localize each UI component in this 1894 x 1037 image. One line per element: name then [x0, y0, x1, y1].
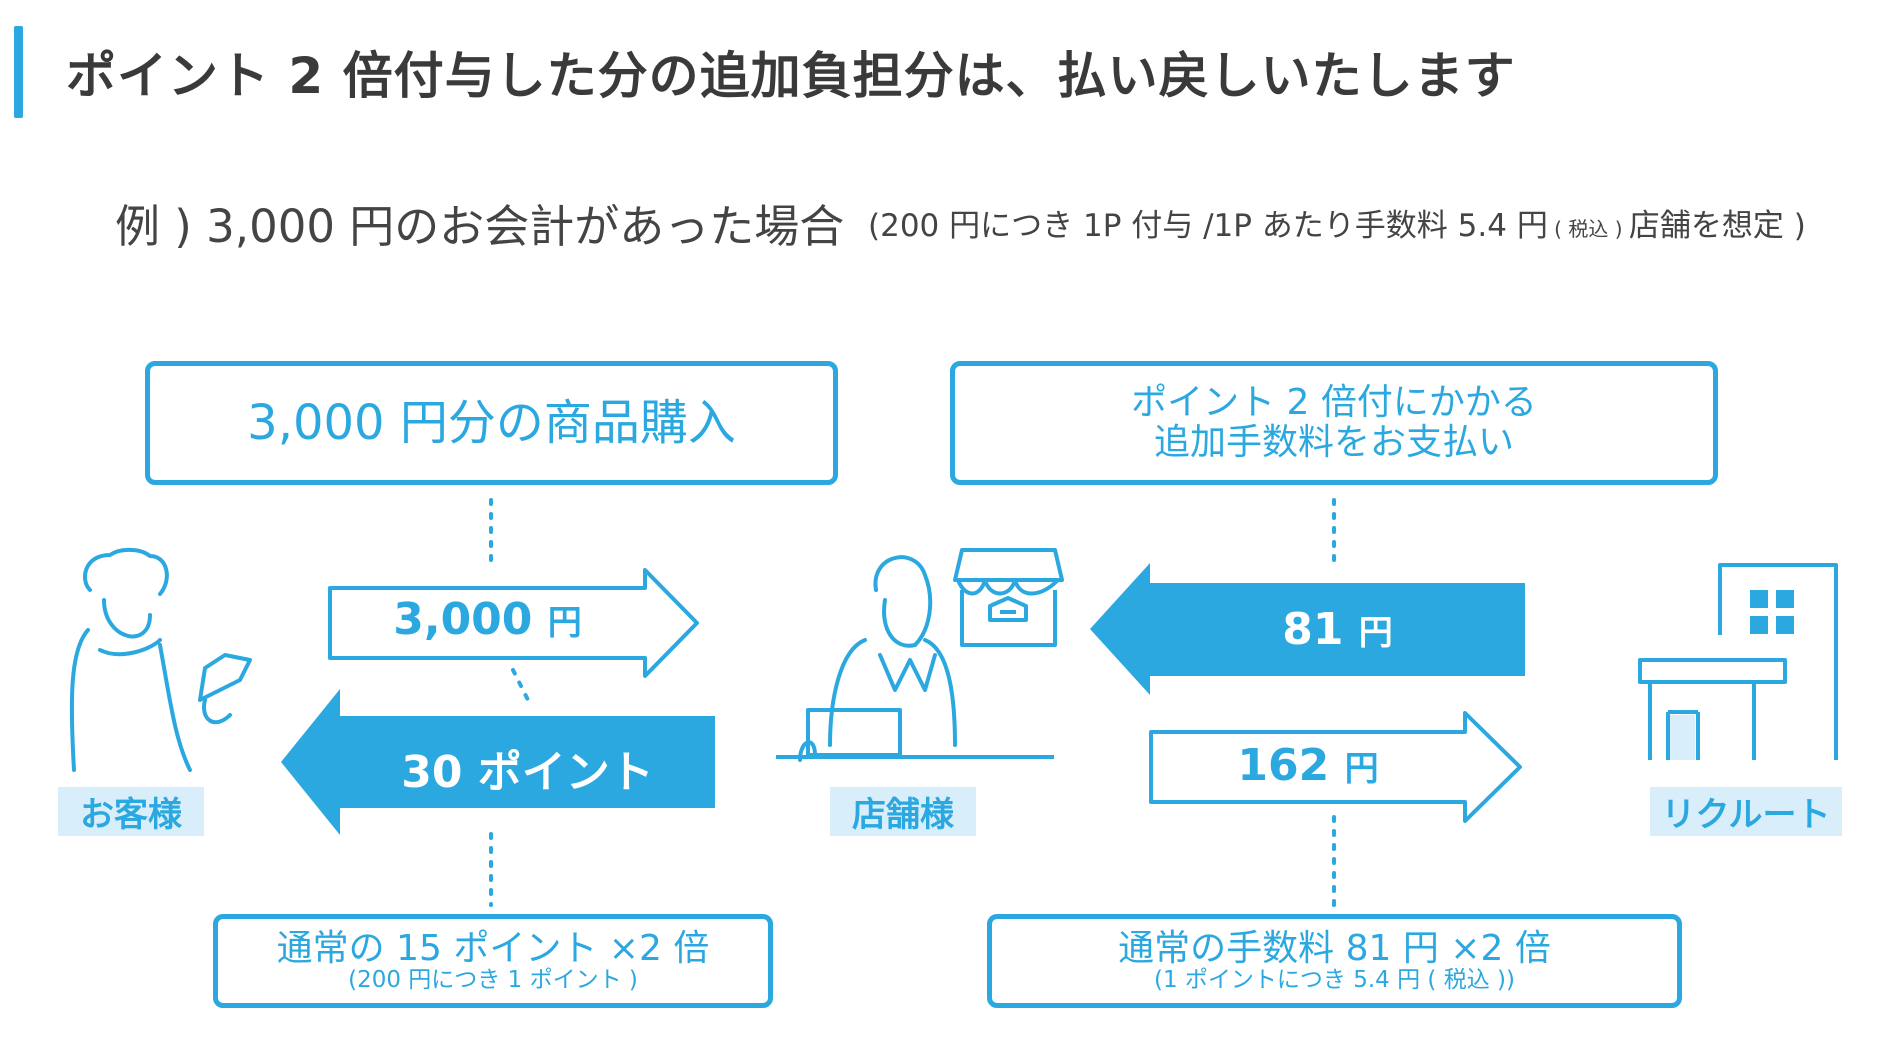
- fee-payment-line1: ポイント 2 倍付にかかる: [1131, 382, 1537, 424]
- fee-payment-line2: 追加手数料をお支払い: [1153, 422, 1514, 463]
- shop-icon: [953, 548, 1064, 647]
- arrow-label-162: 162 円: [1151, 740, 1465, 791]
- arrow-customer-to-store: [328, 568, 699, 678]
- page-title: ポイント 2 倍付与した分の追加負担分は、払い戻しいたします: [66, 47, 1516, 105]
- arrow-store-to-recruit: [1149, 711, 1522, 823]
- points-normal-box: 通常の 15 ポイント ×2 倍 (200 円につき 1 ポイント ): [213, 914, 773, 1008]
- unit-81: 円: [1358, 613, 1393, 653]
- actor-label-customer: お客様: [58, 787, 204, 836]
- arrow-label-30-points: 30 ポイント: [401, 747, 654, 798]
- dotted-connector-mid: [511, 668, 530, 702]
- recruit-door-fill: [1670, 715, 1695, 760]
- purchase-box: 3,000 円分の商品購入: [145, 361, 838, 485]
- fee-normal-box: 通常の手数料 81 円 ×2 倍 (1 ポイントにつき 5.4 円 ( 税込 )…: [987, 914, 1682, 1008]
- arrow-label-3000: 3,000 円: [330, 594, 645, 645]
- fee-normal-main: 通常の手数料 81 円 ×2 倍: [1118, 927, 1551, 969]
- actor-label-store: 店舗様: [830, 787, 976, 836]
- example-note-b: 店舗を想定 ): [1628, 208, 1806, 244]
- recruit-building-icon: [1638, 563, 1838, 760]
- customer-icon: [69, 547, 252, 772]
- store-staff-icon: [798, 555, 957, 762]
- purchase-text: 3,000 円分の商品購入: [247, 394, 736, 451]
- arrow-store-to-customer: [281, 689, 715, 835]
- amount-81: 81: [1282, 604, 1344, 655]
- amount-162: 162: [1237, 740, 1330, 791]
- example-text: 例 ) 3,000 円のお会計があった場合: [115, 200, 845, 253]
- actor-label-recruit: リクルート: [1650, 787, 1842, 836]
- amount-3000: 3,000: [393, 594, 533, 645]
- fee-payment-box: ポイント 2 倍付にかかる 追加手数料をお支払い: [950, 361, 1718, 485]
- example-note: (200 円につき 1P 付与 /1P あたり手数料 5.4 円 ( 税込 ) …: [868, 200, 1806, 245]
- example-note-tax: ( 税込 ): [1547, 217, 1629, 241]
- title-accent-bar: [14, 26, 23, 118]
- recruit-window-grid: [1750, 590, 1794, 634]
- unit-3000: 円: [547, 603, 582, 643]
- fee-normal-sub: (1 ポイントにつき 5.4 円 ( 税込 )): [1154, 967, 1515, 994]
- points-normal-sub: (200 円につき 1 ポイント ): [348, 967, 638, 994]
- arrow-label-81: 81 円: [1150, 604, 1525, 655]
- arrow-recruit-to-store: [1090, 563, 1525, 695]
- example-note-a: (200 円につき 1P 付与 /1P あたり手数料 5.4 円: [868, 208, 1548, 244]
- unit-162: 円: [1344, 749, 1379, 789]
- points-normal-main: 通常の 15 ポイント ×2 倍: [276, 927, 710, 969]
